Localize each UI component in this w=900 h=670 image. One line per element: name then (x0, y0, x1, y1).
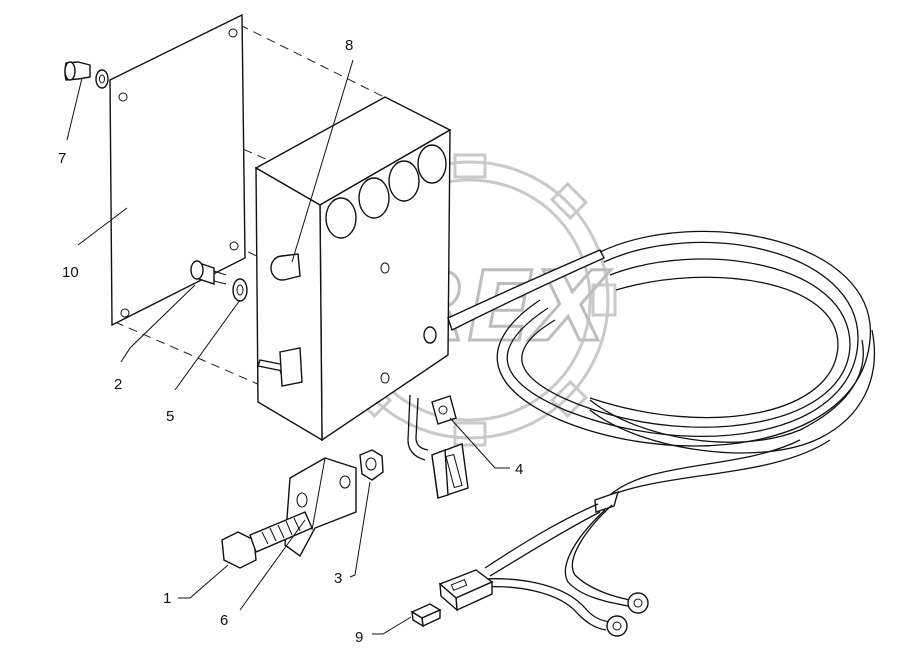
callout-9: 9 (355, 629, 363, 646)
mounting-bracket (284, 457, 357, 558)
cable-clamp (407, 394, 457, 461)
electrical-box (254, 96, 452, 442)
box-button (270, 253, 301, 281)
lock-washer (232, 278, 248, 302)
box-switch (257, 347, 303, 387)
hex-bolt-long (221, 511, 313, 569)
callout-6: 6 (220, 612, 228, 629)
callout-2: 2 (114, 376, 122, 393)
hex-nut (359, 449, 384, 481)
callout-7: 7 (58, 150, 66, 167)
ring-terminal (606, 615, 628, 637)
wiring-harness (438, 490, 649, 637)
callout-4: 4 (515, 461, 523, 478)
fuse-holder (438, 569, 494, 612)
box-openings (325, 144, 447, 384)
cover-plate (109, 13, 246, 327)
fuse (410, 603, 442, 628)
screw-with-washer (64, 61, 109, 89)
callout-5: 5 (166, 408, 174, 425)
callout-8: 8 (345, 37, 353, 54)
callout-1: 1 (163, 590, 171, 607)
callouts: 7 10 2 5 8 4 1 6 3 9 (58, 37, 523, 646)
main-cable (447, 230, 876, 501)
leader-lines (66, 59, 510, 635)
hex-bolt-small (190, 260, 227, 285)
ring-terminal (627, 592, 649, 614)
relay-module (431, 443, 469, 499)
watermark-gear-icon (323, 153, 617, 447)
callout-10: 10 (62, 264, 79, 281)
callout-3: 3 (334, 570, 342, 587)
